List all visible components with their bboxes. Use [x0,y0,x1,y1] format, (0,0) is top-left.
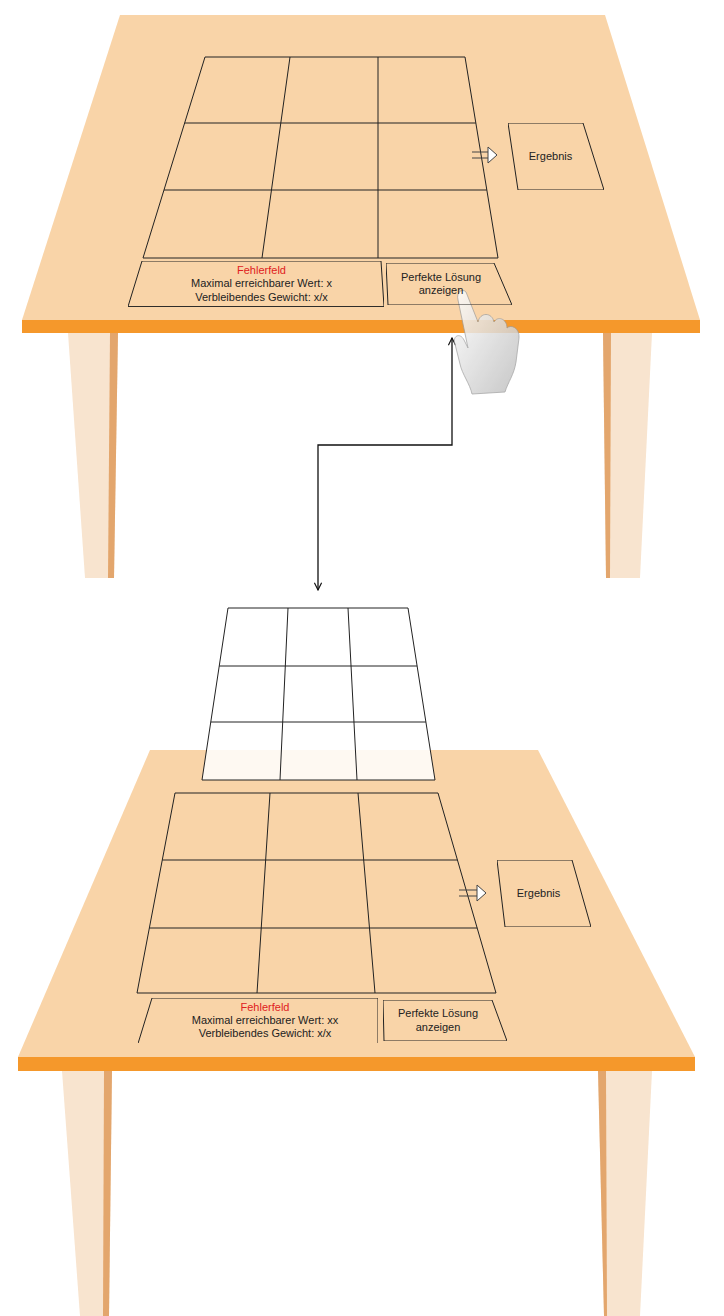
double-arrow [459,885,486,901]
table-leg [62,1071,112,1316]
ui-panel: Perfekte Lösung anzeigen [383,1000,507,1041]
error-heading: Fehlerfeld [237,264,286,277]
table-leg [598,1071,652,1316]
panel-content: Perfekte Lösung anzeigen [389,1000,487,1041]
table-edge [18,1057,695,1071]
panel-label: Ergebnis [517,887,560,900]
tabletop [22,15,700,320]
leg-shade [598,1071,607,1316]
error-heading: Fehlerfeld [241,1001,290,1014]
ui-panel: Ergebnis [497,860,591,927]
leg-shade [103,1071,112,1316]
ui-panel: Ergebnis [508,123,604,190]
panel-label: Maximal erreichbarer Wert: xx [192,1014,339,1027]
grid [137,793,496,993]
ui-panel: FehlerfeldMaximal erreichbarer Wert: xxV… [138,998,378,1044]
panel-label: Maximal erreichbarer Wert: x [191,277,332,290]
panel-content: FehlerfeldMaximal erreichbarer Wert: xxV… [157,998,373,1044]
table-leg [68,333,118,578]
panel-label: Ergebnis [529,150,572,163]
pointing-hand [454,290,519,394]
panel-content: Ergebnis [510,860,567,927]
table-edge [22,320,700,333]
grid [143,57,498,258]
panel-content: Perfekte Lösung anzeigen [393,263,489,305]
panel-content: Ergebnis [523,123,578,190]
ui-panel: FehlerfeldMaximal erreichbarer Wert: xVe… [128,261,384,307]
connector-line [318,338,452,590]
panel-label: Verbleibendes Gewicht: x/x [199,1027,332,1040]
projected-grid [202,608,435,780]
tabletop [18,750,695,1057]
table-leg [603,333,652,578]
leg-shade [108,333,118,578]
panel-content: FehlerfeldMaximal erreichbarer Wert: xVe… [147,261,376,307]
leg-shade [603,333,611,578]
double-arrow [472,147,497,163]
panel-label: Verbleibendes Gewicht: x/x [195,291,328,304]
panel-label: Perfekte Lösung anzeigen [389,1007,487,1033]
ui-panel: Perfekte Lösung anzeigen [386,263,512,305]
panel-label: Perfekte Lösung anzeigen [393,271,489,297]
